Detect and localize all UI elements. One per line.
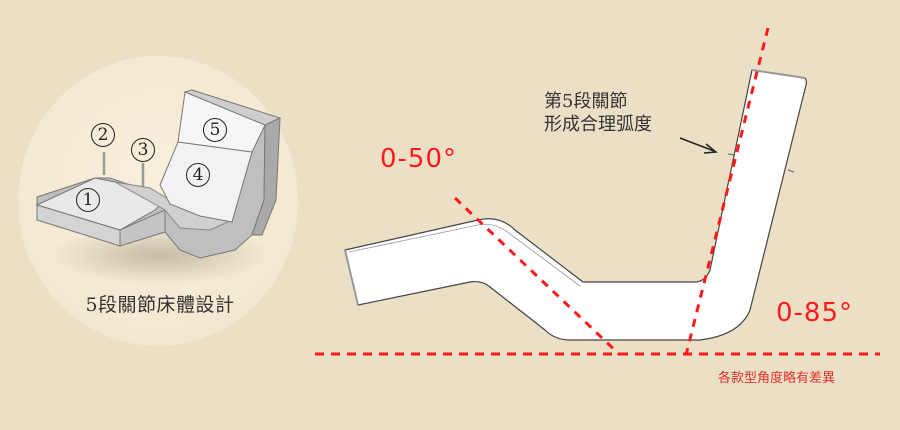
note-line-2: 形成合理弧度 [544,114,652,135]
segment-4-marker: 4 [186,163,210,187]
leg-angle-label: 0-50° [380,144,458,174]
segment-2-marker: 2 [91,123,115,147]
segment-5-marker: 5 [203,118,227,142]
back-angle-label: 0-85° [776,298,854,328]
fifth-joint-note: 第5段關節 形成合理弧度 [544,90,652,136]
bed-design-caption: 5段關節床體設計 [85,294,235,316]
segment-3-marker: 3 [131,138,155,162]
note-line-1: 第5段關節 [544,91,628,112]
segment-1-marker: 1 [76,188,100,212]
angle-disclaimer: 各款型角度略有差異 [718,371,836,386]
